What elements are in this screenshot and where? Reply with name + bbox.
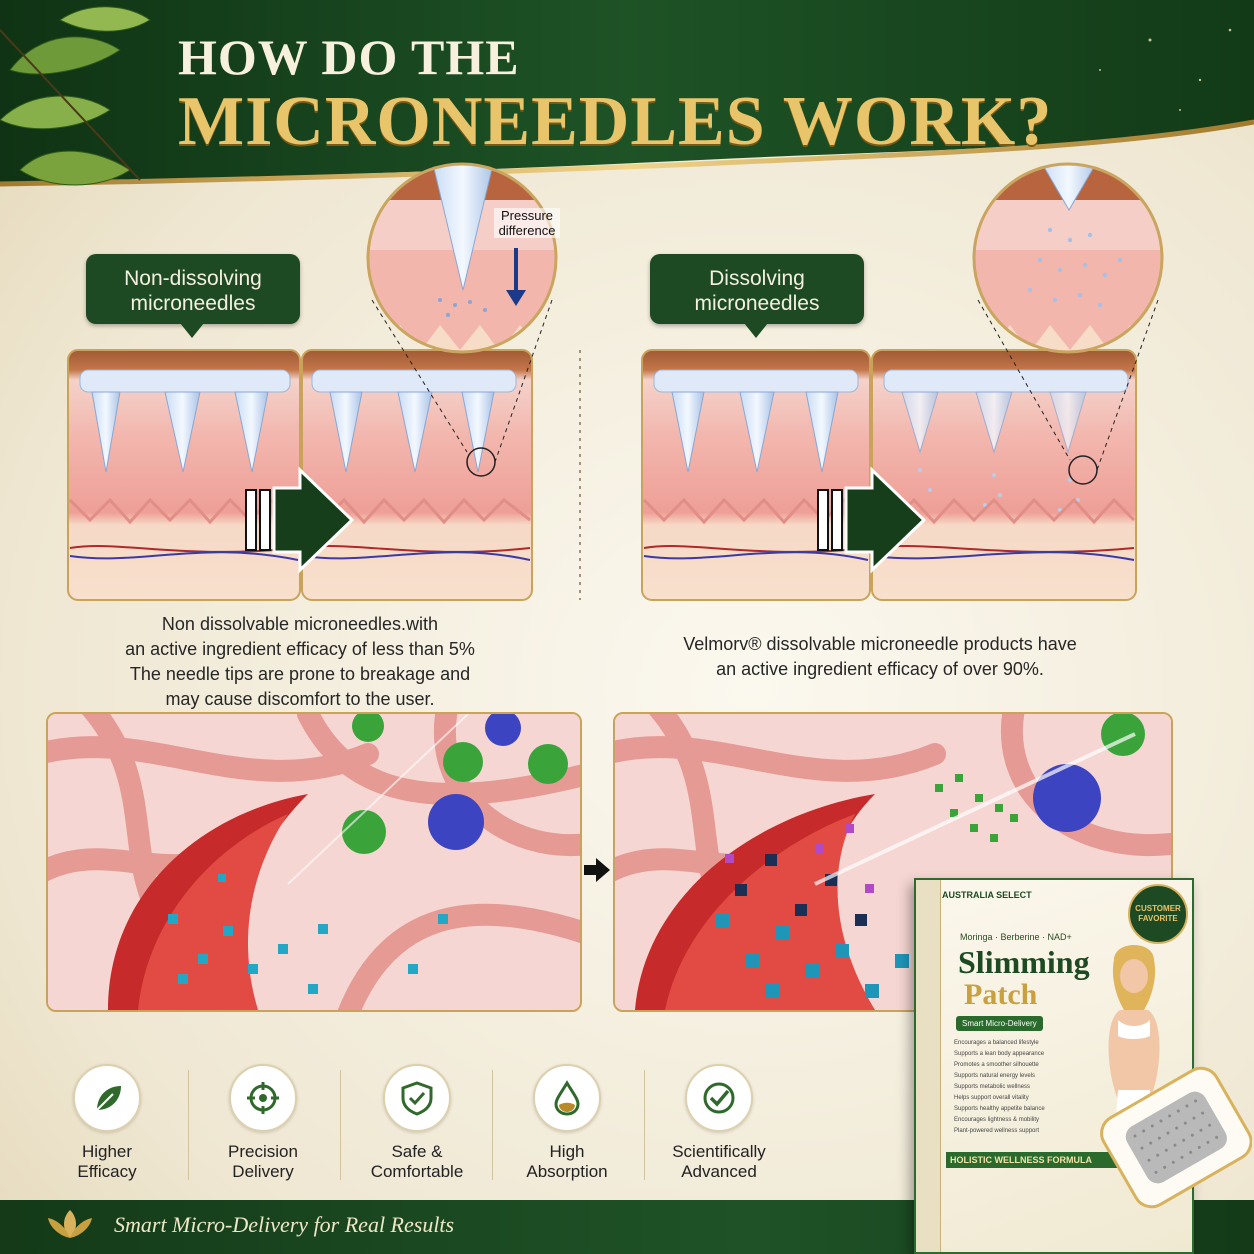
left-desc-line-2: an active ingredient efficacy of less th…	[125, 639, 475, 659]
product-name-line-1: Slimming	[958, 944, 1090, 980]
product-subtitle: Smart Micro-Delivery	[956, 1016, 1043, 1031]
right-desc-line-2: an active ingredient efficacy of over 90…	[716, 659, 1044, 679]
feature-label: High Absorption	[526, 1142, 608, 1181]
feature-label: Precision Delivery	[228, 1142, 298, 1181]
callout-non-dissolving: Non-dissolving microneedles	[86, 254, 300, 338]
benefit-item: Plant-powered wellness support	[954, 1128, 1040, 1134]
zoom-label-pressure: Pressure difference	[494, 208, 560, 238]
leaf-icon	[73, 1064, 141, 1132]
zoom-circle-right	[972, 162, 1164, 354]
product-ingredients: Moringa · Berberine · NAD+	[960, 932, 1072, 942]
feature-label: Safe & Comfortable	[370, 1142, 464, 1181]
benefit-item: Supports a lean body appearance	[954, 1051, 1045, 1057]
header-banner: HOW DO THE MICRONEEDLES WORK?	[0, 0, 1254, 190]
title-line-2: MICRONEEDLES WORK?	[178, 83, 1053, 160]
australia-flag-label: AUSTRALIA SELECT	[942, 890, 1032, 900]
banner-shape	[0, 0, 1254, 187]
panel-right-1	[641, 349, 871, 601]
panel-right-2	[871, 349, 1137, 601]
benefit-item: Supports healthy appetite balance	[954, 1106, 1045, 1112]
arrow-small-icon	[584, 858, 610, 882]
benefit-item: Helps support overall vitality	[954, 1095, 1029, 1101]
box-side	[916, 880, 941, 1252]
feature-higher-efficacy: Higher Efficacy	[52, 1064, 162, 1182]
feature-precision-delivery: Precision Delivery	[208, 1064, 318, 1182]
shield-check-icon	[383, 1064, 451, 1132]
feature-label: Scientifically Advanced	[672, 1142, 766, 1181]
left-desc-line-1: Non dissolvable microneedles.with	[161, 614, 439, 634]
left-desc-line-4: may cause discomfort to the user.	[165, 689, 435, 709]
panel-left-2	[301, 349, 533, 601]
divider	[492, 1070, 493, 1180]
benefit-item: Supports natural energy levels	[954, 1073, 1036, 1079]
left-description: Non dissolvable microneedles.with an act…	[70, 612, 530, 712]
title-line-1: HOW DO THE	[178, 29, 520, 85]
feature-safe-comfortable: Safe & Comfortable	[362, 1064, 472, 1182]
right-description: Velmorv® dissolvable microneedle product…	[630, 632, 1130, 682]
skin-diagrams	[67, 162, 1164, 601]
footer-tagline: Smart Micro-Delivery for Real Results	[114, 1212, 455, 1237]
arrow-right-icon-2	[817, 466, 927, 574]
lotus-icon	[48, 1210, 92, 1238]
feature-high-absorption: High Absorption	[512, 1064, 622, 1182]
left-desc-line-3: The needle tips are prone to breakage an…	[129, 664, 471, 684]
customer-favorite-badge: CUSTOMER FAVORITE	[1128, 884, 1188, 944]
leaf-decoration-icon	[0, 6, 151, 186]
benefit-item: Encourages a balanced lifestyle	[954, 1040, 1039, 1046]
panel-left-1	[67, 349, 301, 601]
arrow-right-icon	[245, 466, 355, 574]
droplet-icon	[533, 1064, 601, 1132]
feature-label: Higher Efficacy	[77, 1142, 137, 1181]
right-desc-line-1: Velmorv® dissolvable microneedle product…	[683, 634, 1077, 654]
callout-dissolving: Dissolving microneedles	[650, 254, 864, 338]
patch-image	[1100, 1066, 1252, 1209]
feature-scientifically-advanced: Scientifically Advanced	[664, 1064, 774, 1182]
zoom-circle-left	[366, 162, 558, 354]
benefit-item: Encourages lightness & mobility	[954, 1117, 1040, 1123]
benefit-item: Promotes a smoother silhouette	[954, 1062, 1039, 1068]
product-name-line-2: Patch	[964, 978, 1038, 1011]
target-icon	[229, 1064, 297, 1132]
divider	[188, 1070, 189, 1180]
check-circle-icon	[685, 1064, 753, 1132]
divider	[340, 1070, 341, 1180]
divider	[644, 1070, 645, 1180]
vessel-illustration-left	[46, 712, 582, 1012]
product-benefits: Encourages a balanced lifestyle Supports…	[954, 1038, 1072, 1137]
benefit-item: Supports metabolic wellness	[954, 1084, 1031, 1090]
